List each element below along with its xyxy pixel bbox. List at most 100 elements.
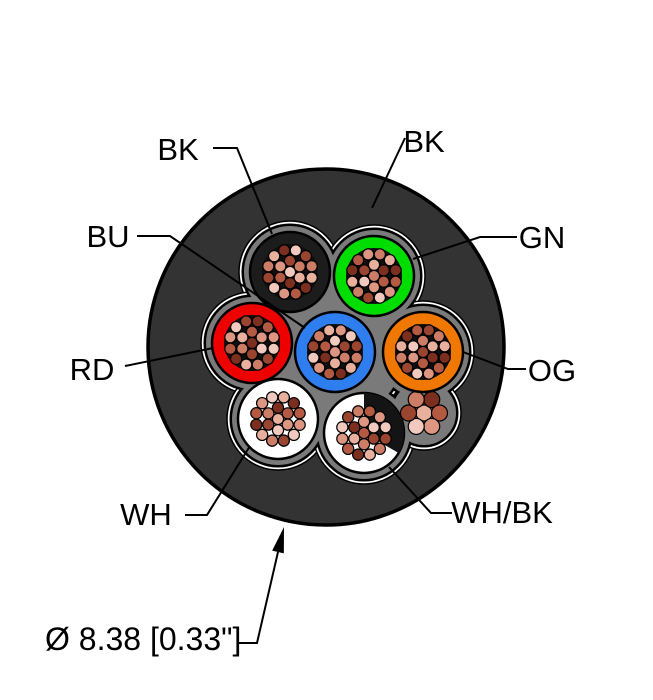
copper-strand <box>287 428 301 442</box>
copper-strand <box>245 348 259 361</box>
copper-strand <box>274 271 287 284</box>
copper-strand <box>271 401 285 414</box>
leader-lines <box>124 137 526 644</box>
drain-strands <box>399 390 449 436</box>
label-whbk: WH/BK <box>451 495 553 530</box>
conductor-og <box>381 310 465 394</box>
copper-strand <box>267 331 280 344</box>
copper-strand <box>224 331 237 344</box>
copper-strand <box>299 281 313 295</box>
conductor-rd <box>210 301 294 385</box>
copper-strand <box>407 340 420 353</box>
copper-strand <box>362 291 375 304</box>
copper-strand <box>293 418 306 431</box>
copper-strand <box>389 264 402 277</box>
copper-strand <box>336 421 349 434</box>
copper-strand <box>328 334 342 347</box>
copper-strand <box>346 275 359 288</box>
copper-strand <box>377 275 390 288</box>
conductors <box>210 230 465 475</box>
copper-strand <box>245 325 259 338</box>
copper-strand <box>422 324 435 337</box>
copper-strand <box>400 361 414 375</box>
arrowhead-icon <box>272 527 284 554</box>
copper-strand <box>379 432 392 445</box>
copper-strand <box>289 244 302 257</box>
copper-strand <box>346 264 359 277</box>
copper-strand <box>338 351 351 364</box>
copper-strand <box>262 418 275 431</box>
copper-strand <box>367 258 381 271</box>
leader-bk-jacket <box>371 137 406 209</box>
copper-strand <box>373 248 386 261</box>
copper-strand <box>373 442 387 456</box>
leader-bu <box>137 235 306 329</box>
copper-strand <box>351 253 365 267</box>
copper-strand <box>323 324 336 337</box>
leader-gn <box>412 236 517 260</box>
copper-strand <box>377 264 390 277</box>
copper-strand <box>350 340 363 353</box>
copper-strand <box>293 271 306 284</box>
copper-strand <box>307 351 320 364</box>
copper-strand <box>423 417 441 436</box>
leader-wh <box>185 445 251 516</box>
leader-whbk <box>388 466 452 514</box>
copper-strand <box>407 417 425 436</box>
copper-strand <box>266 434 279 447</box>
copper-strand <box>373 291 386 304</box>
copper-strand <box>274 260 287 273</box>
copper-strand <box>430 404 449 422</box>
copper-strand <box>305 271 318 284</box>
copper-strand <box>350 351 363 364</box>
copper-strand <box>379 421 392 434</box>
leader-diameter <box>237 551 279 644</box>
copper-strand <box>305 260 318 273</box>
copper-strand <box>240 315 253 328</box>
copper-strand <box>426 351 439 364</box>
copper-strand <box>400 329 414 343</box>
copper-strand <box>358 275 371 288</box>
copper-strand <box>236 331 249 344</box>
copper-strand <box>255 396 269 410</box>
copper-strand <box>287 396 301 410</box>
copper-strand <box>407 390 425 409</box>
copper-strand <box>432 361 446 375</box>
copper-strand <box>229 320 243 334</box>
copper-strand <box>293 407 306 420</box>
copper-strand <box>383 285 397 299</box>
copper-strand <box>389 275 402 288</box>
copper-strand <box>261 320 275 334</box>
label-wh: WH <box>120 497 172 532</box>
copper-strand <box>267 342 280 355</box>
copper-strand <box>283 254 297 267</box>
copper-strand <box>312 361 326 375</box>
copper-strand <box>278 287 291 300</box>
leader-rd <box>124 347 214 367</box>
copper-strand <box>363 405 376 418</box>
conductor-bk <box>248 230 332 314</box>
label-rd: RD <box>70 352 115 387</box>
copper-strand <box>251 358 264 371</box>
copper-strand <box>255 331 268 344</box>
copper-strand <box>334 324 347 337</box>
leader-og <box>462 351 526 370</box>
conductor-gn <box>332 234 416 318</box>
copper-strand <box>438 351 451 364</box>
copper-strand <box>348 421 361 434</box>
copper-strand <box>383 253 397 267</box>
copper-strand <box>422 367 435 380</box>
copper-strand <box>357 415 371 428</box>
copper-strand <box>229 352 243 366</box>
copper-strand <box>281 407 294 420</box>
copper-strand <box>426 340 439 353</box>
label-og: OG <box>528 353 576 388</box>
copper-strand <box>262 271 275 284</box>
copper-strand <box>250 407 263 420</box>
copper-strand <box>267 249 281 263</box>
copper-strand <box>307 340 320 353</box>
copper-strand <box>395 351 408 364</box>
copper-strand <box>367 421 380 434</box>
